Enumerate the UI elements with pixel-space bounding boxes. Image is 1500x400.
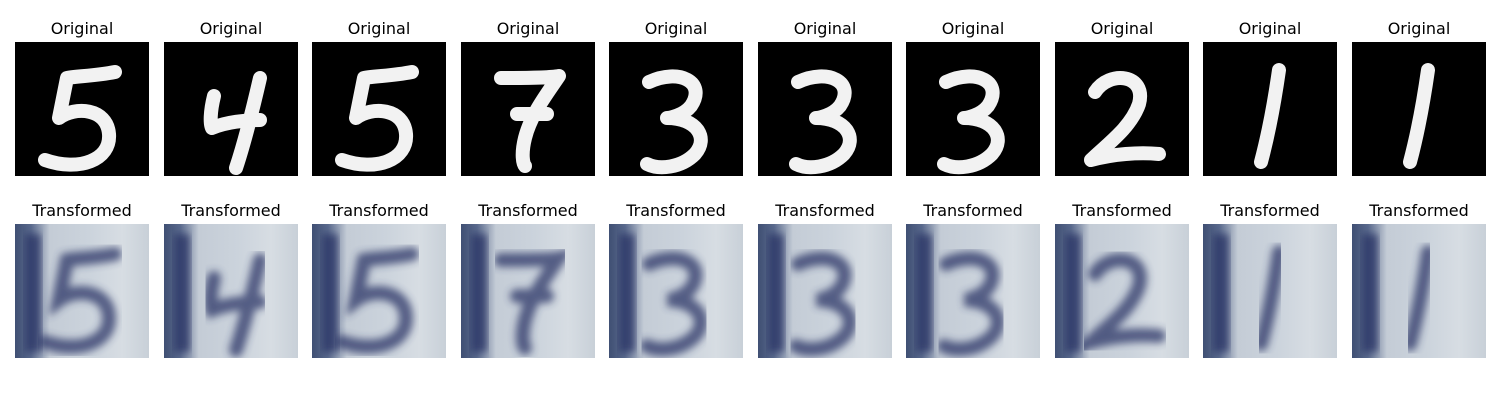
transformed-title: Transformed [775,201,875,220]
transformed-digit-image [164,224,298,358]
transformed-digit-stroke [203,253,267,357]
transformed-digit-image [461,224,595,358]
digit-stroke [494,69,566,173]
original-title: Original [793,19,857,38]
original-digit-image [312,42,446,176]
digit-stroke [1084,71,1166,167]
transformed-title: Transformed [923,201,1023,220]
transformed-title: Transformed [1369,201,1469,220]
transformed-digit-image [906,224,1040,358]
transformed-digit-image [609,224,743,358]
original-title: Original [496,19,560,38]
transformed-left-bar [1213,234,1229,352]
transformed-digit-image [1352,224,1486,358]
original-title: Original [50,19,114,38]
transformed-digit-stroke [1067,253,1166,356]
original-title: Original [199,19,263,38]
transformed-left-bar [25,234,41,352]
transformed-digit-stroke [1403,245,1435,351]
transformed-title: Transformed [478,201,578,220]
transformed-digit-stroke [494,247,575,355]
transformed-digit-stroke [1254,245,1286,351]
transformed-left-bar [619,234,635,352]
transformed-digit-image [1203,224,1337,358]
original-title: Original [644,19,708,38]
transformed-digit-image [758,224,892,358]
original-digit-image [164,42,298,176]
digit-stroke [38,65,122,172]
transformed-title: Transformed [181,201,281,220]
transformed-left-bar [174,234,190,352]
transformed-title: Transformed [32,201,132,220]
original-digit-image [1055,42,1189,176]
transformed-title: Transformed [329,201,429,220]
transformed-digit-image [15,224,149,358]
transformed-digit-stroke [937,251,1005,357]
transformed-digit-image [312,224,446,358]
transformed-left-bar [1362,234,1378,352]
transformed-left-bar [768,234,784,352]
transformed-left-bar [322,234,338,352]
digit-stroke [203,71,267,175]
transformed-title: Transformed [626,201,726,220]
digit-stroke [937,69,1005,175]
original-digit-image [1352,42,1486,176]
original-title: Original [1238,19,1302,38]
digit-stroke [1403,63,1435,169]
original-digit-image [758,42,892,176]
original-title: Original [941,19,1005,38]
original-digit-image [1203,42,1337,176]
digit-stroke [335,65,419,172]
transformed-title: Transformed [1072,201,1172,220]
transformed-digit-stroke [335,247,419,354]
transformed-left-bar [1065,234,1081,352]
original-digit-image [15,42,149,176]
transformed-digit-image [1055,224,1189,358]
transformed-digit-stroke [789,251,857,357]
transformed-title: Transformed [1220,201,1320,220]
original-title: Original [1387,19,1451,38]
original-digit-image [906,42,1040,176]
original-digit-image [461,42,595,176]
digit-stroke [1254,63,1286,169]
transformed-left-bar [916,234,932,352]
digit-stroke [640,69,708,175]
transformed-left-bar [471,234,487,352]
original-title: Original [347,19,411,38]
transformed-digit-stroke [640,251,708,357]
original-digit-image [609,42,743,176]
transformed-digit-stroke [38,247,122,354]
original-title: Original [1090,19,1154,38]
digit-stroke [789,69,857,175]
